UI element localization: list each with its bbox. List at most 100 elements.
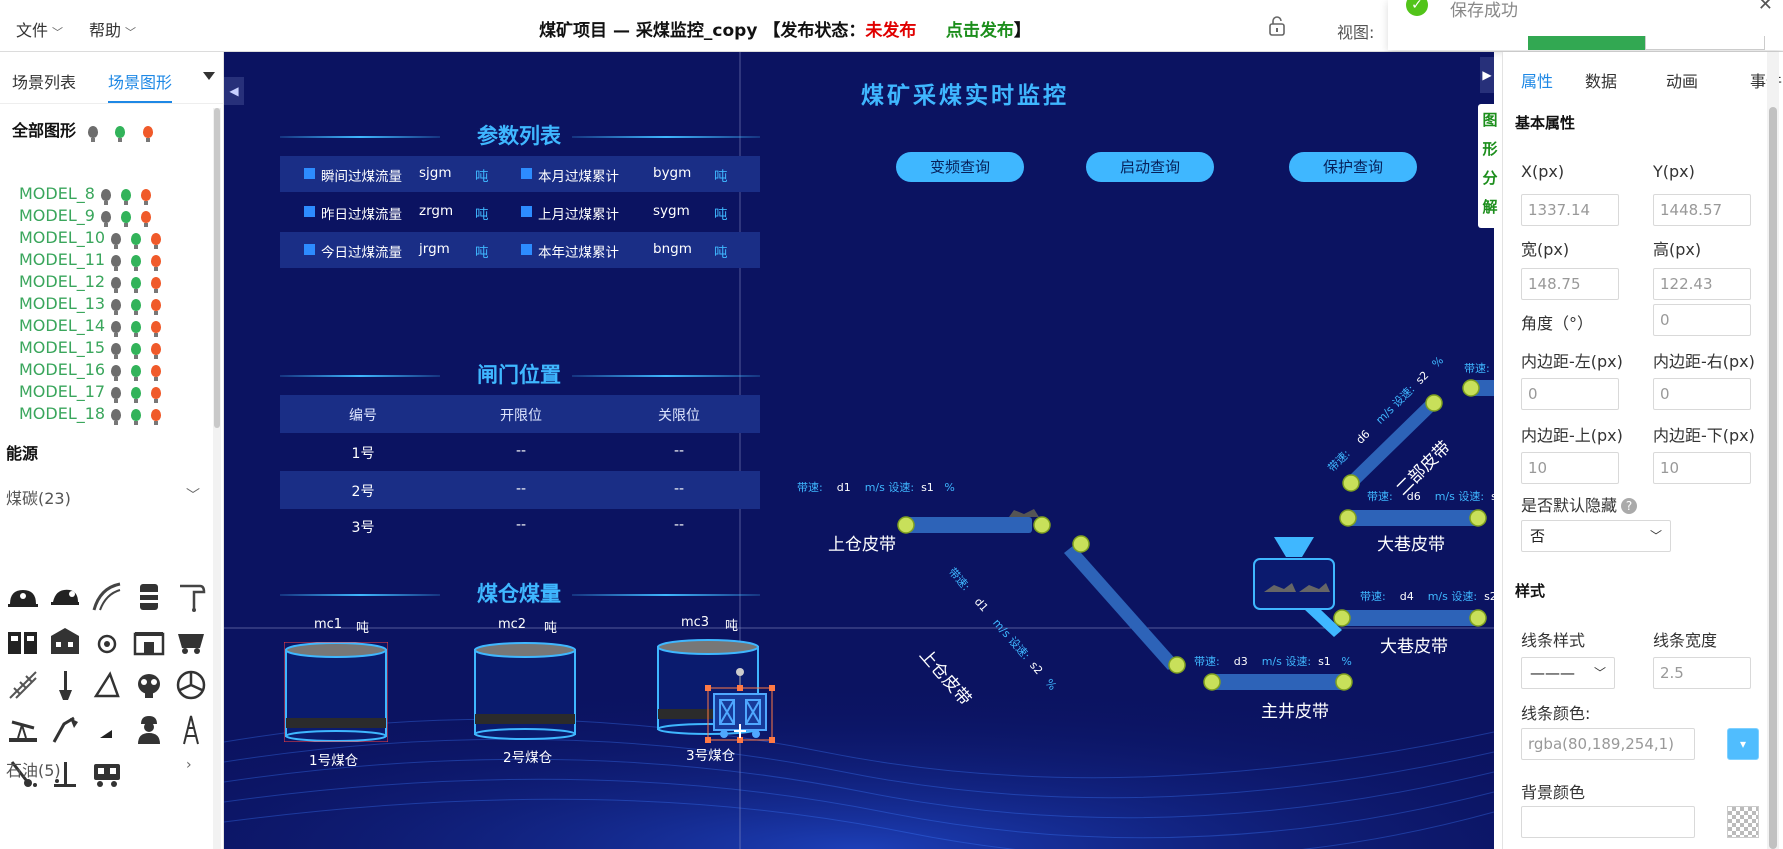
excavator-arm-icon[interactable] [48, 712, 82, 746]
tab-scene-list[interactable]: 场景列表 [12, 73, 77, 92]
model-list-item[interactable]: MODEL_16 [19, 360, 162, 381]
derrick-icon[interactable] [174, 712, 208, 746]
start-query-button[interactable]: 启动查询 [1086, 152, 1214, 182]
tab-animation[interactable]: 动画 [1666, 72, 1699, 91]
model-list-item[interactable]: MODEL_12 [19, 272, 162, 293]
width-input[interactable]: 148.75 [1521, 268, 1619, 300]
select-bulb-icon[interactable] [140, 188, 151, 205]
belt-lane-upper[interactable] [1339, 509, 1487, 527]
belt-section-two[interactable] [1342, 394, 1443, 492]
gas-mask-icon[interactable] [132, 668, 166, 702]
unlock-icon[interactable] [1268, 16, 1286, 36]
worker-icon[interactable] [132, 712, 166, 746]
select-bulb-icon[interactable] [151, 320, 162, 337]
coal-cart-icon[interactable] [90, 756, 124, 790]
model-list-item[interactable]: MODEL_17 [19, 382, 162, 403]
model-list-item[interactable]: MODEL_8 [19, 184, 151, 205]
lock-bulb-icon[interactable] [131, 254, 142, 271]
silo-1-icon[interactable] [284, 642, 388, 742]
publish-link[interactable]: 点击发布 [945, 21, 1014, 41]
shovel-icon[interactable] [48, 668, 82, 702]
select-bulb-icon[interactable] [151, 232, 162, 249]
lock-bulb-icon[interactable] [131, 276, 142, 293]
visibility-bulb-icon[interactable] [111, 342, 122, 359]
right-scrollbar[interactable] [1767, 52, 1779, 849]
belt-upper-bin-2[interactable] [1064, 535, 1186, 674]
bg-color-input[interactable] [1521, 806, 1695, 838]
category-coal[interactable]: 煤碳(23) [6, 489, 71, 508]
lever-icon[interactable] [48, 756, 82, 790]
file-menu[interactable]: 文件﹀ [16, 17, 63, 41]
visibility-bulb-icon[interactable] [111, 298, 122, 315]
help-menu[interactable]: 帮助﹀ [89, 17, 136, 41]
padding-bottom-input[interactable]: 10 [1653, 452, 1751, 484]
lock-bulb-icon[interactable] [131, 386, 142, 403]
drill-icon[interactable] [174, 580, 208, 614]
angle-input[interactable]: 0 [1653, 304, 1751, 336]
wedge-icon[interactable] [90, 712, 124, 746]
padding-left-input[interactable]: 0 [1521, 378, 1619, 410]
toast-confirm-button[interactable] [1528, 36, 1658, 50]
caret-down-icon[interactable] [203, 72, 215, 80]
model-list-item[interactable]: MODEL_11 [19, 250, 162, 271]
lock-bulb-icon[interactable] [115, 125, 126, 142]
padding-right-input[interactable]: 0 [1653, 378, 1751, 410]
left-scrollbar[interactable] [213, 108, 221, 849]
visibility-bulb-icon[interactable] [111, 232, 122, 249]
all-shapes-row[interactable]: 全部图形 [12, 117, 153, 142]
visibility-bulb-icon[interactable] [111, 364, 122, 381]
toast-secondary-button[interactable] [1645, 36, 1765, 50]
lock-bulb-icon[interactable] [131, 408, 142, 425]
visibility-bulb-icon[interactable] [87, 125, 98, 142]
select-bulb-icon[interactable] [151, 254, 162, 271]
pump-icon[interactable] [90, 624, 124, 658]
padding-top-input[interactable]: 10 [1521, 452, 1619, 484]
visibility-bulb-icon[interactable] [111, 320, 122, 337]
belt-upper-bin-1[interactable] [897, 509, 1051, 534]
line-color-picker[interactable]: ▾ [1727, 728, 1759, 760]
category-oil[interactable]: 石油(5) [6, 761, 61, 780]
tent-icon[interactable] [90, 668, 124, 702]
lock-bulb-icon[interactable] [120, 188, 131, 205]
pumpjack-icon[interactable] [6, 712, 40, 746]
belt-main-shaft[interactable] [1203, 673, 1353, 691]
chevron-down-icon[interactable]: ﹀ [186, 488, 200, 504]
select-bulb-icon[interactable] [142, 125, 153, 142]
lock-bulb-icon[interactable] [131, 364, 142, 381]
hopper-icon[interactable] [1253, 537, 1342, 637]
visibility-bulb-icon[interactable] [111, 386, 122, 403]
chevron-right-icon[interactable]: › [186, 757, 192, 773]
select-bulb-icon[interactable] [151, 276, 162, 293]
x-input[interactable]: 1337.14 [1521, 194, 1619, 226]
select-bulb-icon[interactable] [151, 408, 162, 425]
freq-query-button[interactable]: 变频查询 [896, 152, 1024, 182]
model-list-item[interactable]: MODEL_18 [19, 404, 162, 425]
hidden-default-select[interactable]: 否﹀ [1521, 520, 1671, 552]
model-list-item[interactable]: MODEL_13 [19, 294, 162, 315]
tab-scene-shapes[interactable]: 场景图形 [108, 69, 173, 103]
line-color-input[interactable]: rgba(80,189,254,1) [1521, 728, 1695, 760]
select-bulb-icon[interactable] [151, 342, 162, 359]
height-input[interactable]: 122.43 [1653, 268, 1751, 300]
silo-2-icon[interactable] [473, 642, 577, 742]
visibility-bulb-icon[interactable] [111, 254, 122, 271]
select-bulb-icon[interactable] [151, 298, 162, 315]
select-bulb-icon[interactable] [151, 364, 162, 381]
lock-bulb-icon[interactable] [131, 320, 142, 337]
barrel-icon[interactable] [132, 580, 166, 614]
line-width-input[interactable]: 2.5 [1653, 657, 1751, 689]
belt-top-right[interactable] [1462, 379, 1494, 397]
lock-bulb-icon[interactable] [131, 342, 142, 359]
miner-helmet-icon[interactable] [6, 580, 40, 614]
help-icon[interactable]: ? [1621, 498, 1638, 514]
jackhammer-icon[interactable] [6, 756, 40, 790]
model-list-item[interactable]: MODEL_14 [19, 316, 162, 337]
select-bulb-icon[interactable] [151, 386, 162, 403]
tab-properties[interactable]: 属性 [1521, 72, 1554, 91]
helmet-lamp-icon[interactable] [48, 580, 82, 614]
line-style-select[interactable]: ———﹀ [1521, 657, 1615, 689]
rail-track-icon[interactable] [6, 668, 40, 702]
collapse-left-button[interactable]: ◀ [224, 77, 244, 105]
lock-bulb-icon[interactable] [131, 232, 142, 249]
mine-cart-icon[interactable] [174, 624, 208, 658]
